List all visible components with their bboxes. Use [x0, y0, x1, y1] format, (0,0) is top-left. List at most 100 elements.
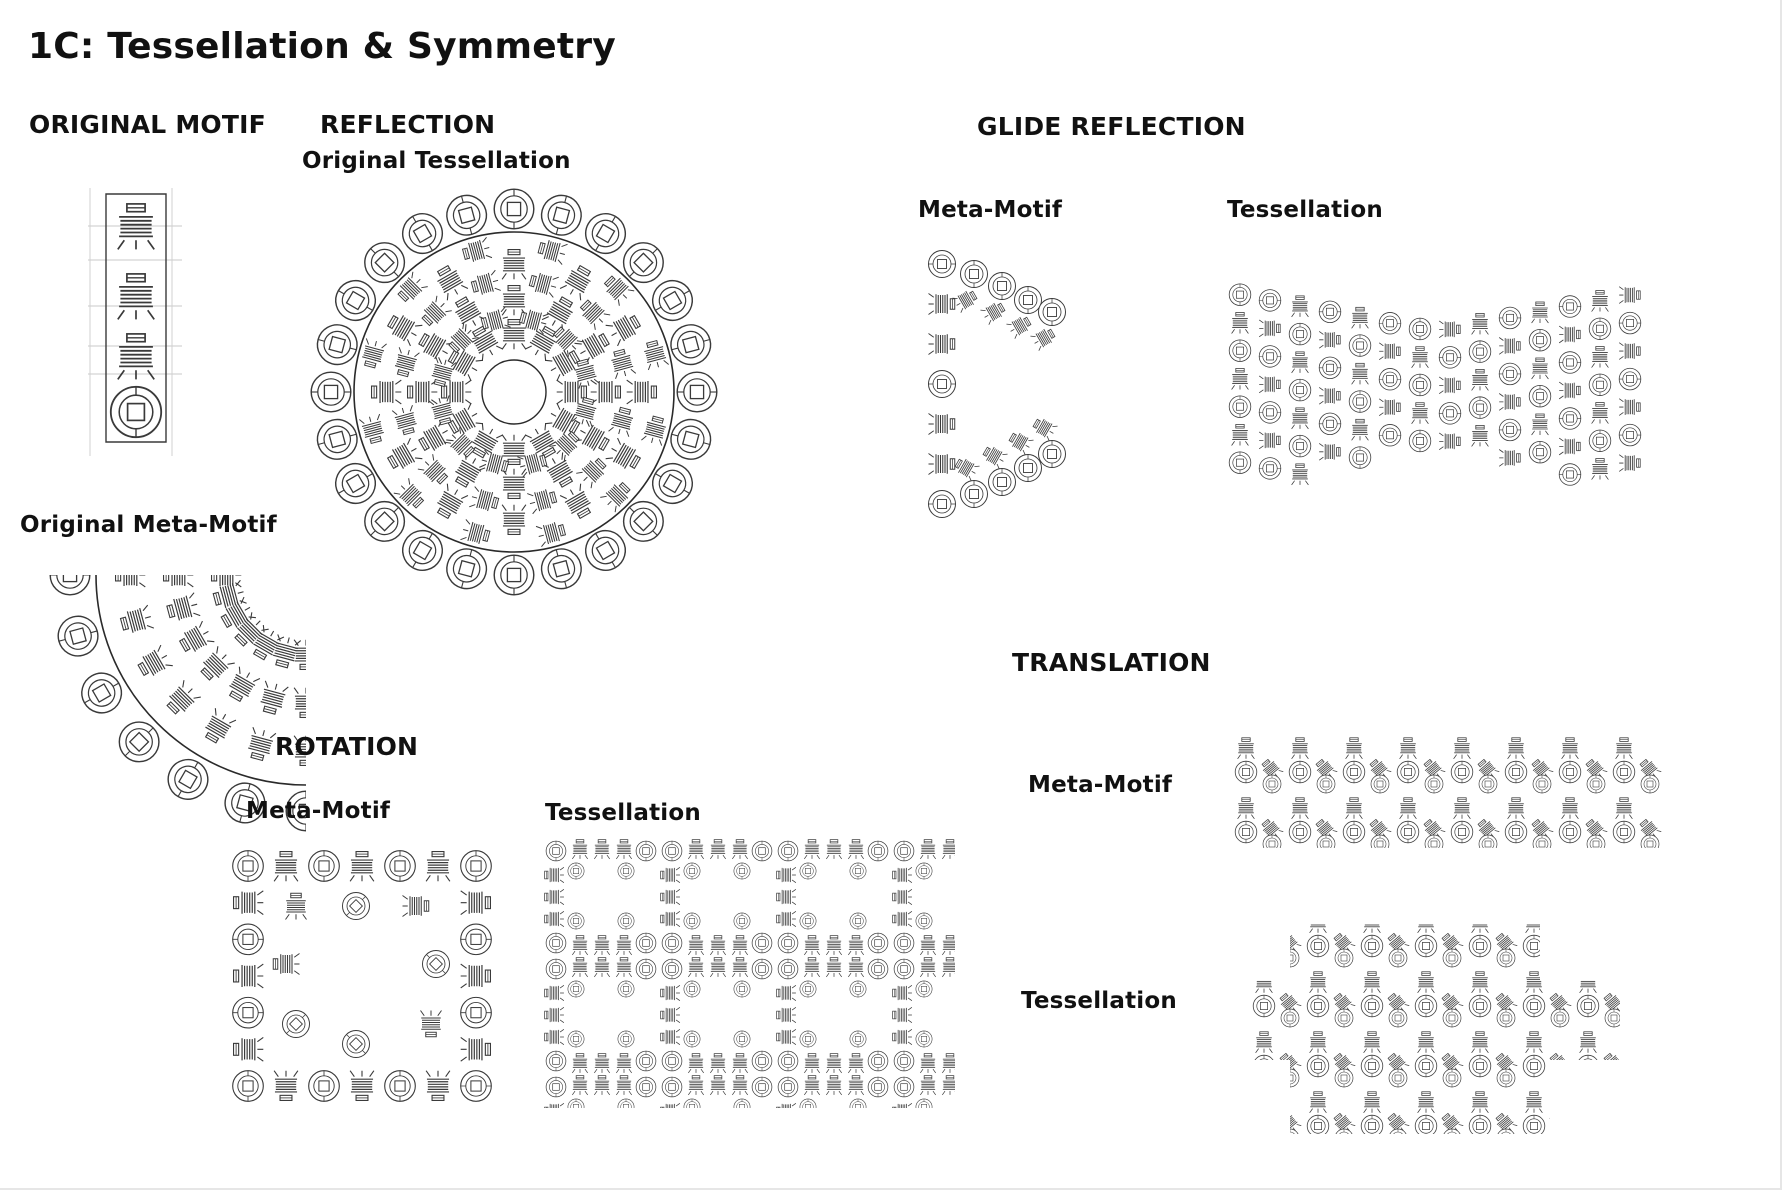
- glyph-icon: [1438, 320, 1461, 339]
- glyph-icon: [1411, 402, 1429, 425]
- coin-icon: [1228, 451, 1252, 474]
- glyph-icon: [1006, 429, 1034, 456]
- reflection-tessellation-figure: [310, 188, 718, 596]
- coin-icon: [1498, 306, 1522, 330]
- glyph-icon: [401, 894, 430, 918]
- glyph-icon: [573, 327, 613, 365]
- coin-icon: [1014, 286, 1042, 314]
- translation-heading: TRANSLATION: [1012, 648, 1211, 677]
- glyph-icon: [359, 337, 388, 370]
- glyph-icon: [118, 604, 155, 637]
- glyph-icon: [391, 404, 420, 437]
- glyph-icon: [459, 518, 492, 547]
- glyph-icon: [273, 850, 299, 882]
- translation-tessellation-label: Tessellation: [1021, 988, 1177, 1014]
- glyph-icon: [576, 295, 611, 331]
- glyph-icon: [927, 332, 956, 356]
- glyph-icon: [1291, 463, 1309, 486]
- glyph-icon: [425, 850, 451, 882]
- glyph-icon: [1591, 346, 1609, 368]
- coin-icon: [1528, 441, 1552, 464]
- coin-icon: [384, 850, 416, 882]
- rotation-tessellation-label: Tessellation: [545, 800, 701, 826]
- coin-icon: [1588, 429, 1612, 452]
- glyph-icon: [641, 338, 670, 371]
- glyph-icon: [1291, 295, 1309, 318]
- motif-frame: [106, 194, 166, 442]
- glyph-icon: [1618, 454, 1641, 472]
- glyph-icon: [211, 579, 248, 612]
- glyph-icon: [196, 645, 236, 685]
- coin-icon: [614, 233, 673, 292]
- original-motif-heading: ORIGINAL MOTIF: [29, 110, 266, 139]
- coin-icon: [232, 996, 264, 1029]
- glyph-icon: [1558, 381, 1581, 400]
- glyph-icon: [1471, 368, 1489, 391]
- coin-icon: [1468, 396, 1492, 419]
- glyph-icon: [1591, 290, 1609, 312]
- coin-icon: [110, 713, 168, 771]
- coin-icon: [1318, 356, 1342, 379]
- coin-icon: [928, 370, 956, 398]
- coin-icon: [310, 371, 352, 413]
- glyph-icon: [559, 262, 597, 301]
- glyph-icon: [549, 322, 584, 358]
- glyph-icon: [116, 332, 156, 381]
- translation-tessellation-figure: [1250, 924, 1620, 1134]
- coin-icon: [665, 414, 716, 465]
- glyph-icon: [415, 327, 455, 365]
- coin-icon: [1288, 434, 1312, 458]
- coin-icon: [312, 319, 363, 370]
- glyph-icon: [541, 451, 579, 491]
- coin-icon: [416, 944, 456, 984]
- glyph-icon: [349, 1070, 375, 1102]
- glyph-icon: [1618, 398, 1641, 416]
- rotation-meta-motif-figure: [232, 850, 492, 1102]
- translation-meta-motif-label: Meta-Motif: [1028, 772, 1173, 798]
- glyph-icon: [1318, 330, 1341, 349]
- coin-icon: [1258, 289, 1282, 312]
- page-title: 1C: Tessellation & Symmetry: [28, 26, 616, 67]
- glyph-icon: [501, 284, 527, 316]
- coin-icon: [1438, 402, 1462, 425]
- coin-icon: [1228, 339, 1252, 362]
- glyph-icon: [608, 405, 637, 438]
- glyph-icon: [1531, 413, 1549, 436]
- glyph-icon: [406, 379, 438, 405]
- glyph-icon: [1258, 431, 1281, 450]
- glyph-icon: [1351, 306, 1369, 329]
- coin-icon: [1258, 457, 1282, 480]
- original-meta-motif-figure: [49, 575, 306, 832]
- glyph-icon: [269, 633, 302, 670]
- glyph-icon: [501, 318, 527, 350]
- glyph-icon: [449, 293, 487, 333]
- glyph-icon: [1318, 442, 1341, 461]
- glyph-icon: [952, 455, 980, 482]
- coin-icon: [1468, 340, 1492, 363]
- glide-meta-motif-label: Meta-Motif: [918, 197, 1063, 223]
- coin-icon: [493, 188, 535, 230]
- construction-lines: [88, 188, 182, 456]
- glyph-icon: [640, 414, 669, 447]
- glyph-icon: [536, 237, 569, 266]
- glyph-icon: [605, 309, 644, 347]
- glyph-icon: [232, 1036, 264, 1062]
- glyph-icon: [1498, 337, 1521, 355]
- coin-icon: [493, 554, 535, 596]
- glyph-icon: [232, 890, 264, 916]
- glyph-icon: [384, 309, 423, 347]
- glyph-icon: [176, 620, 215, 658]
- glyph-icon: [1351, 362, 1369, 385]
- glyph-icon: [272, 952, 301, 976]
- coin-icon: [355, 233, 414, 292]
- glyph-icon: [114, 575, 146, 588]
- coin-icon: [1348, 334, 1372, 357]
- glyph-icon: [417, 453, 452, 489]
- rotation-tessellation-figure: [543, 838, 955, 1108]
- coin-icon: [460, 850, 492, 882]
- glyph-icon: [444, 426, 479, 462]
- coin-icon: [441, 543, 492, 594]
- glyph-icon: [1231, 368, 1249, 390]
- glyph-icon: [535, 519, 568, 548]
- glide-tessellation-figure: [1228, 283, 1642, 486]
